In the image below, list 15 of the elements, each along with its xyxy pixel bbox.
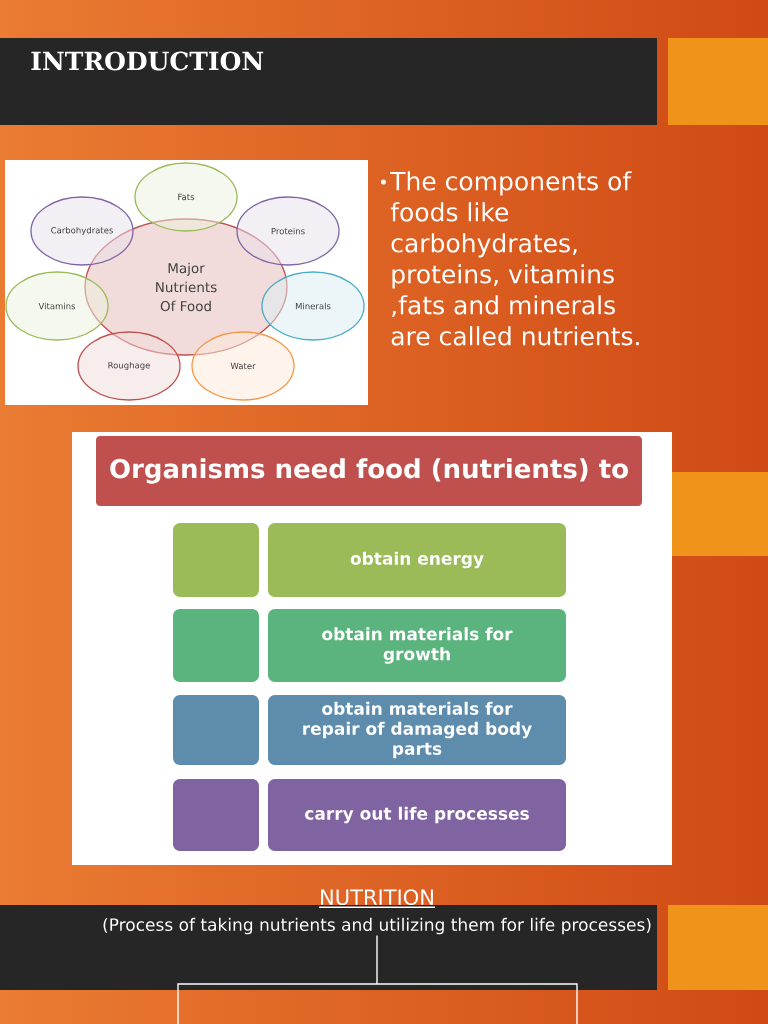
header-box: Organisms need food (nutrients) to	[96, 436, 642, 506]
connector-line	[177, 983, 378, 1024]
heading-text: NUTRITION (Process of taking nutrients and utilizing them for life processes)	[103, 889, 651, 935]
title-bar: INTRODUCTION	[0, 38, 657, 125]
bullet-text: The components of foods like carbohydrates, proteins, vitamins ,fats and minerals are called nutrients.	[390, 171, 639, 346]
statement-box: carry out life processes	[268, 779, 566, 851]
statement-box: obtain energy	[268, 523, 566, 597]
statement-box: obtain materials for growth	[268, 609, 566, 682]
connector-line	[376, 983, 578, 1024]
connector-line	[376, 934, 378, 985]
blank-tile	[173, 609, 259, 682]
blank-tile	[173, 695, 259, 765]
blank-tile	[173, 523, 259, 597]
blank-tile	[173, 779, 259, 851]
statement-box: obtain materials for repair of damaged body parts	[268, 695, 566, 765]
